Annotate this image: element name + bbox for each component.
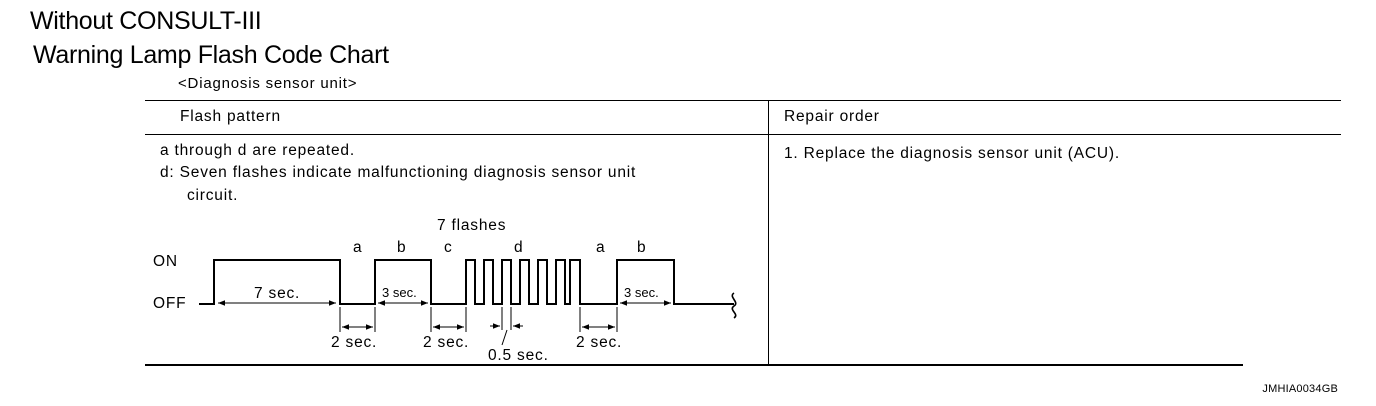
header-rule bbox=[145, 134, 1341, 135]
dim-7sec-label: 7 sec. bbox=[254, 285, 300, 302]
header-repair-order: Repair order bbox=[784, 108, 880, 125]
pattern-note-2: d: Seven flashes indicate malfunctioning… bbox=[160, 164, 637, 181]
pattern-note-3: circuit. bbox=[187, 187, 239, 204]
dim-3sec-2-label: 3 sec. bbox=[624, 285, 659, 300]
on-label: ON bbox=[153, 253, 178, 270]
segment-letter-d: d bbox=[514, 239, 523, 256]
page-title: Without CONSULT-III bbox=[30, 7, 262, 35]
flashes-label: 7 flashes bbox=[437, 217, 506, 234]
segment-letter-b2: b bbox=[637, 239, 646, 256]
figure-code: JMHIA0034GB bbox=[1262, 383, 1338, 395]
pattern-note-1: a through d are repeated. bbox=[160, 142, 355, 159]
off-label: OFF bbox=[153, 295, 186, 312]
dim-3sec-label: 3 sec. bbox=[382, 285, 417, 300]
segment-letter-b: b bbox=[397, 239, 406, 256]
signal-waveform bbox=[199, 259, 734, 305]
break-mark bbox=[731, 292, 737, 319]
dim-2sec-3-label: 2 sec. bbox=[576, 334, 622, 351]
table-bottom-rule bbox=[145, 364, 1243, 366]
dim-2sec-1-label: 2 sec. bbox=[331, 334, 377, 351]
segment-letter-c: c bbox=[444, 239, 452, 256]
repair-step-1: 1. Replace the diagnosis sensor unit (AC… bbox=[784, 145, 1120, 162]
dim-2sec-2-label: 2 sec. bbox=[423, 334, 469, 351]
table-top-rule bbox=[145, 100, 1341, 101]
segment-letter-a: a bbox=[353, 239, 362, 256]
segment-letter-a2: a bbox=[596, 239, 605, 256]
unit-subtitle: <Diagnosis sensor unit> bbox=[178, 75, 358, 92]
header-flash-pattern: Flash pattern bbox=[180, 108, 281, 125]
dim-05sec-label: 0.5 sec. bbox=[488, 347, 549, 364]
chart-title: Warning Lamp Flash Code Chart bbox=[33, 41, 389, 69]
column-divider bbox=[768, 100, 769, 365]
